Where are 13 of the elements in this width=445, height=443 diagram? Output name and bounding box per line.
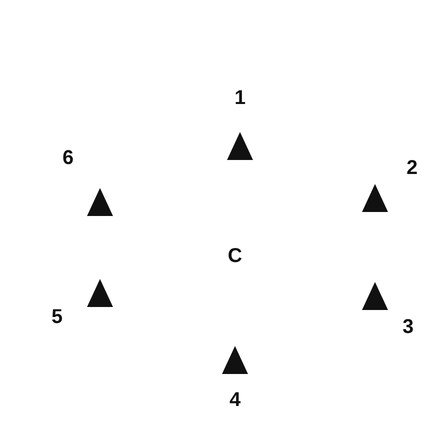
position-number: 6 [62, 148, 74, 168]
position-number: 3 [402, 317, 414, 337]
center-label: C [228, 246, 242, 266]
position-number: 4 [229, 390, 241, 410]
position-number: 1 [234, 88, 246, 108]
triangle-marker [362, 282, 388, 310]
position-number: 5 [51, 307, 63, 327]
triangle-marker [87, 188, 113, 216]
triangle-marker [87, 279, 113, 307]
position-number: 2 [406, 158, 418, 178]
triangle-marker [227, 132, 253, 160]
triangle-marker [362, 184, 388, 212]
triangle-marker [222, 346, 248, 374]
